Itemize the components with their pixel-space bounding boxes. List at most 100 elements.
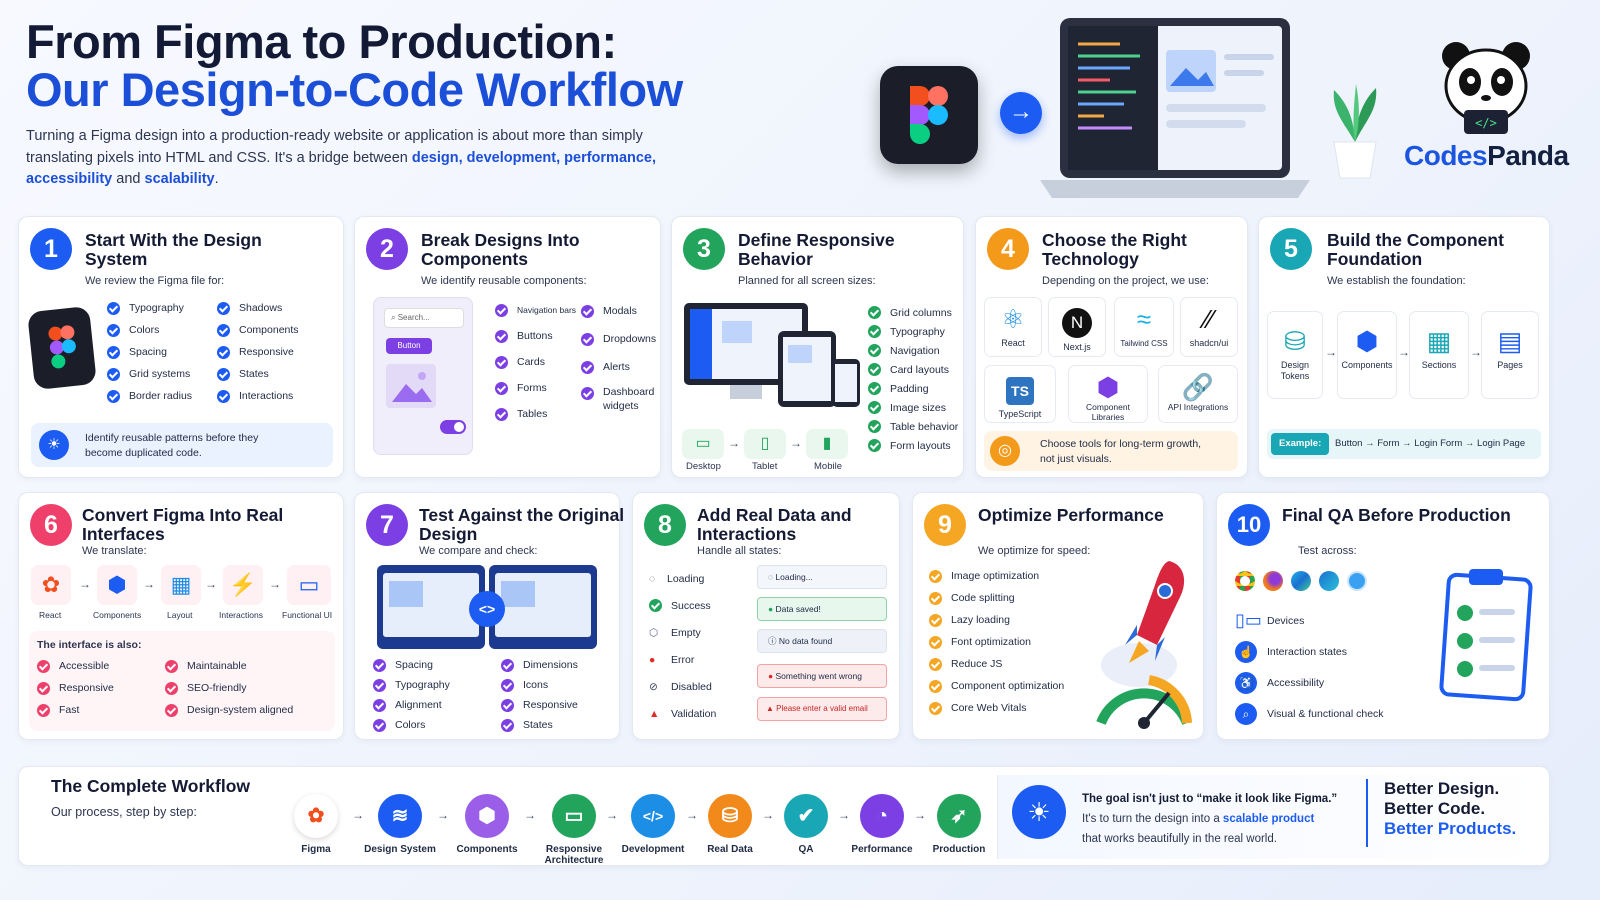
step-number: 6	[30, 504, 72, 546]
panda-logo-icon: </>	[1436, 36, 1536, 136]
devices-item: ▯▭Devices	[1235, 610, 1305, 630]
example-box: Example: Button → Form → Login Form → Lo…	[1267, 429, 1541, 459]
arrow-right-icon: →	[1470, 345, 1482, 359]
figma-icon: ✿	[294, 794, 338, 838]
workflow-title: The Complete Workflow	[51, 776, 250, 796]
workflow-step-development: </>Development	[613, 794, 693, 855]
list-item: SEO-friendly	[165, 677, 293, 699]
ui-mockup: ⌕ Search... Button	[373, 297, 473, 455]
card-convert: 6 Convert Figma Into Real Interfaces We …	[18, 492, 344, 740]
workflow-step-responsive: ▭Responsive Architecture	[534, 794, 614, 866]
list-item: Spacing	[373, 655, 450, 675]
arrow-right-icon: →	[686, 808, 698, 822]
arrow-right-icon: →	[79, 577, 91, 591]
mock-button: Button	[386, 338, 432, 354]
tablet-icon: ▯	[744, 429, 786, 459]
responsive-list: Grid columns Typography Navigation Card …	[868, 303, 958, 455]
tip-box: ☀ Identify reusable patterns before they…	[31, 423, 333, 467]
link-icon: 🔗	[1181, 372, 1215, 402]
figma-small-icon: ✿	[31, 565, 71, 605]
visual-check-item: ⌕Visual & functional check	[1235, 698, 1384, 729]
gauge-icon: ◔	[860, 794, 904, 838]
sections-tile: ▦Sections	[1409, 311, 1469, 399]
card-technology: 4 Choose the Right Technology Depending …	[975, 216, 1248, 478]
layout-icon: ▦	[1426, 326, 1452, 356]
card-subtitle: We establish the foundation:	[1327, 275, 1466, 287]
arrow-right-icon: →	[524, 808, 536, 822]
list-item: Lazy loading	[929, 609, 1064, 631]
shield-icon: ✔	[784, 794, 828, 838]
shadcn-icon: ⁄⁄	[1204, 304, 1214, 334]
example-chain: Button → Form → Login Form → Login Page	[1335, 438, 1526, 449]
title-line-2: Our Design-to-Code Workflow	[26, 63, 683, 116]
quote-panel: ☀ The goal isn't just to “make it look l…	[997, 775, 1543, 859]
intro-highlight-1: design, development, performance, access…	[26, 149, 657, 188]
list-item: Navigation bars	[495, 297, 576, 323]
devices-icon: ▯▭	[1235, 610, 1262, 630]
arrow-right-icon: →	[1325, 345, 1337, 359]
rocket-icon	[1089, 555, 1199, 735]
cubes-icon: ⬢	[465, 794, 509, 838]
components-list-2: Modals Dropdowns Alerts Dashboard widget…	[581, 297, 656, 415]
devices-icon: ▭	[552, 794, 596, 838]
error-state: ●Error	[649, 653, 695, 666]
nextjs-icon: N	[1049, 304, 1105, 338]
image-placeholder-icon	[386, 364, 436, 408]
list-item: Maintainable	[165, 655, 293, 677]
list-item: Code splitting	[929, 587, 1064, 609]
list-item: States	[501, 715, 578, 735]
empty-message: ⓘ No data found	[757, 629, 887, 653]
list-item: Modals	[581, 297, 656, 325]
list-item: Shadows	[217, 297, 299, 319]
list-item: Alerts	[581, 353, 656, 381]
workflow-step-figma: ✿Figma	[276, 794, 356, 855]
step-number: 5	[1270, 228, 1312, 270]
list-item: Design-system aligned	[165, 699, 293, 721]
database-icon: ⛁	[1284, 326, 1306, 356]
typescript-icon: TS	[985, 372, 1055, 405]
step-number: 7	[366, 504, 408, 546]
page-title: From Figma to Production:Our Design-to-C…	[26, 18, 683, 114]
components-list-1: Navigation bars Buttons Cards Forms Tabl…	[495, 297, 576, 427]
arrow-right-icon: →	[1000, 92, 1042, 134]
quote-line-3: that works beautifully in the real world…	[1082, 833, 1277, 845]
code-icon: </>	[631, 794, 675, 838]
firefox-icon	[1263, 571, 1283, 591]
card-foundation: 5 Build the Component Foundation We esta…	[1258, 216, 1550, 478]
monitor-icon: ▭	[287, 565, 331, 605]
accessibility-item: ♿Accessibility	[1235, 667, 1384, 698]
card-title: Test Against the Original Design	[419, 505, 625, 544]
arrow-right-icon: →	[790, 436, 802, 450]
lightbulb-icon: ☀	[39, 430, 69, 460]
arrow-right-icon: →	[437, 808, 449, 822]
card-title: Convert Figma Into Real Interfaces	[82, 505, 284, 544]
card-subtitle: We compare and check:	[419, 545, 538, 557]
list-item: Dimensions	[501, 655, 578, 675]
tailwind-icon: ≈	[1136, 304, 1152, 334]
success-state: Success	[649, 592, 716, 619]
performance-list: Image optimization Code splitting Lazy l…	[929, 565, 1064, 719]
tip-text: Identify reusable patterns before they b…	[85, 432, 259, 459]
workflow-step-performance: ◔Performance	[842, 794, 922, 855]
list-item: Fast	[37, 699, 114, 721]
components-tile: ⬢Components	[1337, 311, 1397, 399]
clipboard-icon	[1439, 565, 1535, 705]
list-item: Interactions	[217, 385, 299, 407]
card-subtitle: Test across:	[1298, 545, 1357, 557]
success-message: ● Data saved!	[757, 597, 887, 621]
devices-illustration	[682, 301, 862, 411]
validation-state: ▲Validation	[649, 707, 717, 720]
list-item: Icons	[501, 675, 578, 695]
list-item: Border radius	[107, 385, 192, 407]
list-item: Cards	[495, 349, 576, 375]
step-number: 3	[683, 228, 725, 270]
list-item: Responsive	[37, 677, 114, 699]
empty-state: ⬡Empty	[649, 626, 701, 639]
list-item: Form layouts	[868, 436, 958, 455]
arrow-right-icon: →	[914, 808, 926, 822]
spinner-icon: ◌	[649, 572, 656, 585]
laptop-illustration	[1040, 14, 1310, 204]
device-label: Tablet	[752, 461, 778, 472]
mock-search-input: ⌕ Search...	[384, 308, 464, 328]
